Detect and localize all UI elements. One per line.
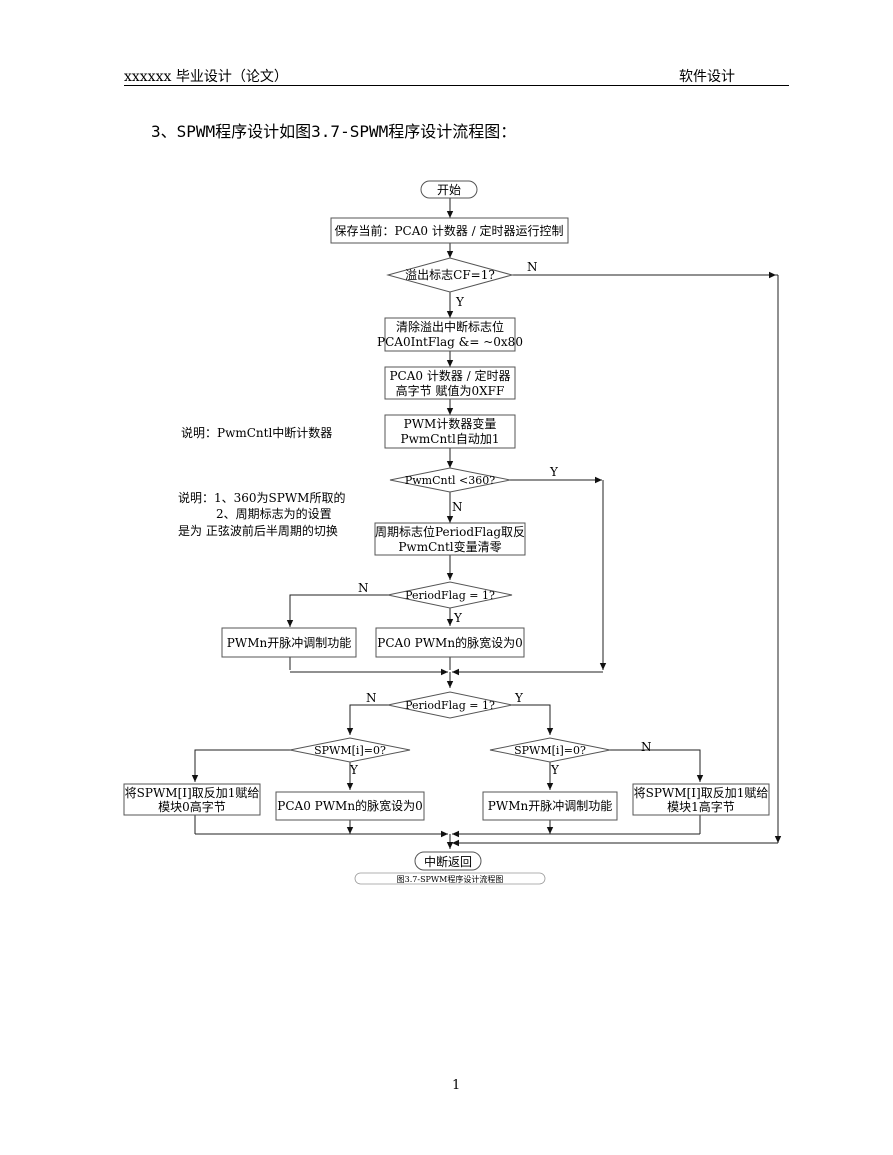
period-toggle-line1: 周期标志位PeriodFlag取反 [375,524,525,539]
pwm-zero-a-label: PCA0 PWMn的脉宽设为0 [377,635,522,650]
page-number: 1 [452,1078,461,1093]
save-state-label: 保存当前：PCA0 计数器 / 定时器运行控制 [334,223,563,238]
period-decision-1-label: PeriodFlag = 1? [405,589,495,602]
header-rule [124,85,789,86]
spwm-right-no-label: N [641,740,652,754]
note-pwmcntl: 说明：PwmCntl中断计数器 [181,425,332,440]
clear-flag-box: 清除溢出中断标志位 PCA0IntFlag &= ~0x80 [377,317,523,352]
pwm-counter-box: PWM计数器变量 PwmCntl自动加1 [384,414,516,449]
period1-no-label: N [358,581,369,595]
spwm-decision-left: SPWM[i]=0? Y [289,737,411,777]
assign-module0-line1: 将SPWM[I]取反加1赋给 [125,786,260,800]
period2-yes-label: Y [514,691,524,705]
clear-flag-line1: 清除溢出中断标志位 [396,319,504,334]
flow-connectors [191,198,782,849]
pwm-enable-box-a: PWMn开脉冲调制功能 [221,627,357,658]
note-line2: 2、周期标志为的设置 [216,506,332,521]
pwm-enable-box-b: PWMn开脉冲调制功能 [482,791,618,821]
timer-high-line2: 高字节 赋值为0XFF [396,383,505,398]
pwm-zero-box-b: PCA0 PWMn的脉宽设为0 [275,791,425,821]
spwm-left-label: SPWM[i]=0? [314,744,386,757]
clear-flag-line2: PCA0IntFlag &= ~0x80 [377,335,523,349]
end-terminal: 中断返回 [414,851,482,871]
section-heading: 3、SPWM程序设计如图3.7-SPWM程序设计流程图： [151,122,517,141]
period-decision-2: PeriodFlag = 1? N Y [366,691,524,719]
pwm-counter-line1: PWM计数器变量 [404,416,497,431]
start-terminal: 开始 [420,180,478,199]
count-decision-label: PwmCntl <360? [405,474,495,487]
period-decision-1: PeriodFlag = 1? N Y [358,581,513,625]
period-toggle-line2: PwmCntl变量清零 [398,539,501,554]
period1-yes-label: Y [453,611,463,625]
figure-caption-label: 图3.7-SPWM程序设计流程图 [397,874,504,884]
pwm-enable-a-label: PWMn开脉冲调制功能 [227,635,351,650]
count-yes-label: Y [549,465,559,479]
spwm-right-label: SPWM[i]=0? [514,744,586,757]
save-state-box: 保存当前：PCA0 计数器 / 定时器运行控制 [330,217,569,244]
pwm-counter-line2: PwmCntl自动加1 [401,432,500,446]
count-decision: PwmCntl <360? Y N [389,465,559,514]
overflow-no-label: N [527,260,538,274]
assign-module1-line2: 模块1高字节 [667,799,735,814]
note-line3: 是为 正弦波前后半周期的切换 [178,523,338,538]
assign-module1-box: 将SPWM[I]取反加1赋给 模块1高字节 [632,783,770,816]
period-decision-2-label: PeriodFlag = 1? [405,699,495,712]
note-line1: 说明：1、360为SPWM所取的 [178,490,345,505]
assign-module0-box: 将SPWM[I]取反加1赋给 模块0高字节 [123,783,261,816]
header-left: xxxxxx 毕业设计（论文） [124,69,288,85]
spwm-left-yes-label: Y [349,763,359,777]
assign-module0-line2: 模块0高字节 [158,799,226,814]
timer-high-line1: PCA0 计数器 / 定时器 [389,368,510,383]
count-no-label: N [452,500,463,514]
assign-module1-line1: 将SPWM[I]取反加1赋给 [634,786,769,800]
period2-no-label: N [366,691,377,705]
start-label: 开始 [437,183,461,197]
overflow-decision-label: 溢出标志CF=1? [405,268,495,282]
header-right: 软件设计 [679,69,735,85]
pwm-zero-b-label: PCA0 PWMn的脉宽设为0 [277,798,422,813]
side-notes: 说明：PwmCntl中断计数器 说明：1、360为SPWM所取的 2、周期标志为… [178,425,345,538]
pwm-zero-box-a: PCA0 PWMn的脉宽设为0 [375,627,525,658]
figure-caption: 图3.7-SPWM程序设计流程图 [354,872,546,885]
period-toggle-box: 周期标志位PeriodFlag取反 PwmCntl变量清零 [374,522,526,556]
overflow-yes-label: Y [455,295,465,309]
spwm-decision-right: SPWM[i]=0? Y N [489,737,652,777]
timer-high-box: PCA0 计数器 / 定时器 高字节 赋值为0XFF [384,366,516,400]
spwm-right-yes-label: Y [550,763,560,777]
pwm-enable-b-label: PWMn开脉冲调制功能 [488,798,612,813]
end-label: 中断返回 [424,854,472,869]
overflow-decision: 溢出标志CF=1? N Y [386,257,538,309]
